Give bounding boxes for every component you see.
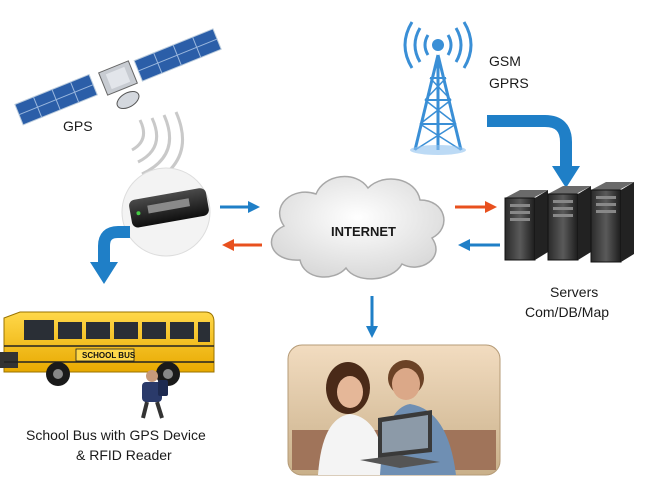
internet-to-user-arrow bbox=[366, 296, 378, 338]
servers-label: Servers bbox=[550, 284, 598, 300]
tower-to-servers-arrow bbox=[487, 115, 580, 188]
gsm-label: GSM bbox=[489, 53, 521, 69]
internet-to-servers-arrow bbox=[455, 201, 497, 213]
gps-label: GPS bbox=[63, 118, 93, 134]
device-to-internet-arrow bbox=[220, 201, 260, 213]
device-to-bus-arrow bbox=[90, 226, 130, 284]
student-icon bbox=[141, 370, 168, 419]
internet-cloud-icon bbox=[270, 175, 445, 280]
gprs-label: GPRS bbox=[489, 75, 529, 91]
bus-sublabel: & RFID Reader bbox=[76, 447, 172, 463]
internet-to-device-arrow bbox=[222, 239, 262, 251]
family-laptop-photo bbox=[287, 344, 501, 476]
server-rack-icon bbox=[504, 182, 634, 263]
internet-label: INTERNET bbox=[331, 224, 396, 239]
servers-sublabel: Com/DB/Map bbox=[525, 304, 609, 320]
servers-to-internet-arrow bbox=[458, 239, 500, 251]
cell-tower-icon bbox=[403, 21, 473, 155]
satellite-icon bbox=[14, 28, 222, 126]
bus-label: School Bus with GPS Device bbox=[26, 427, 206, 443]
bus-sign-text: SCHOOL BUS bbox=[82, 351, 136, 360]
school-bus-icon bbox=[0, 311, 215, 386]
gps-device-icon bbox=[121, 167, 211, 257]
